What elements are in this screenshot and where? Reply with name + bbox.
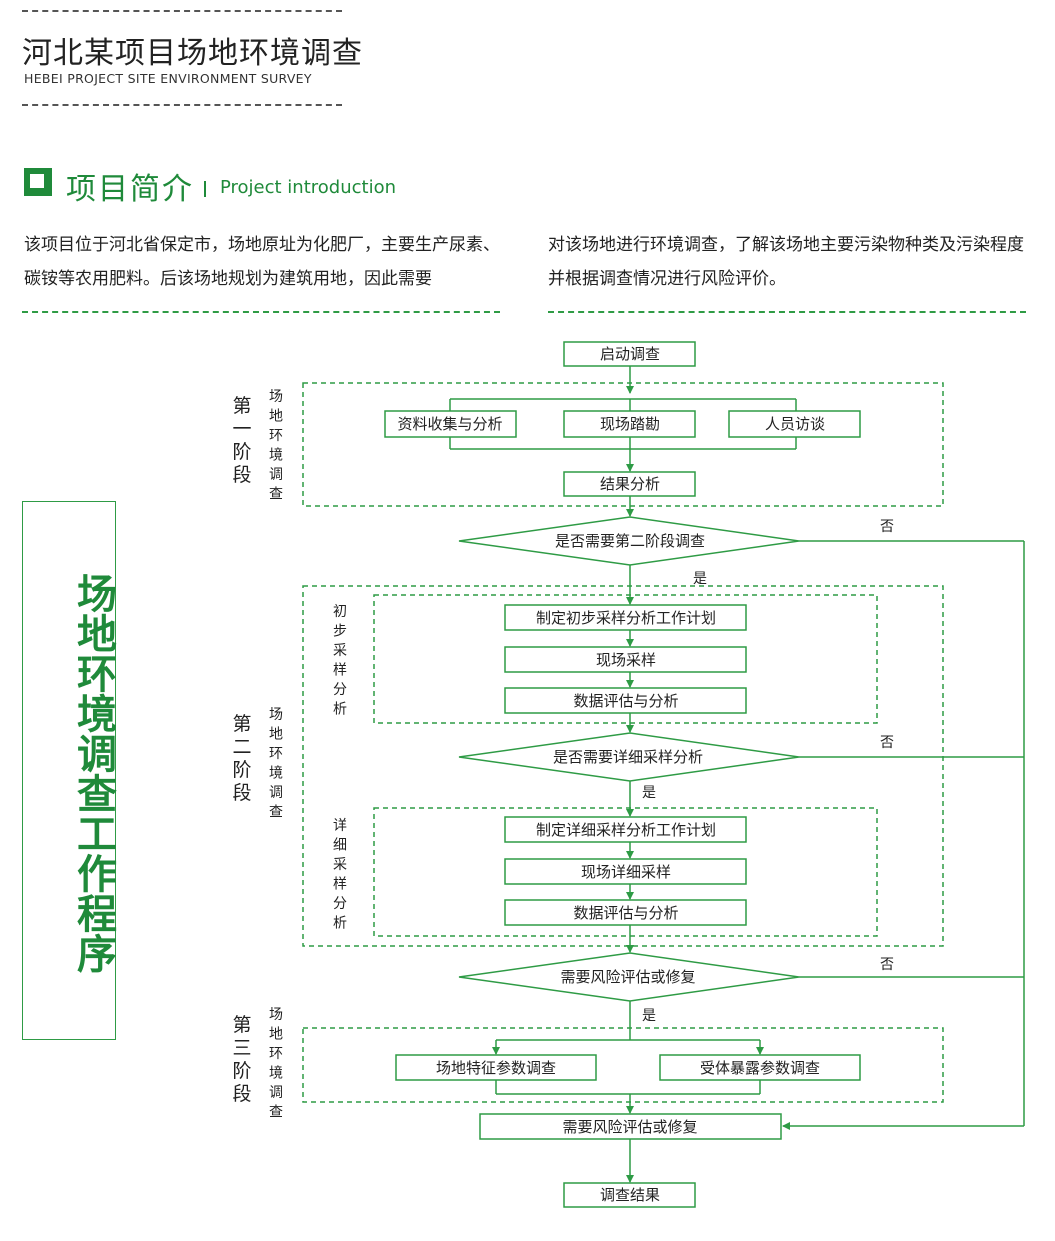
group1-step-3-box bbox=[504, 687, 747, 714]
decision3-label: 需要风险评估或修复 bbox=[560, 968, 695, 986]
stage1-box bbox=[302, 382, 944, 507]
stage3-task-2: 受体暴露参数调查 bbox=[700, 1059, 820, 1077]
group1-step-3: 数据评估与分析 bbox=[573, 692, 678, 710]
stage1-task-2: 现场踏勘 bbox=[600, 415, 660, 433]
decision1-label: 是否需要第二阶段调查 bbox=[555, 532, 705, 550]
page-title: 河北某项目场地环境调查 bbox=[22, 36, 363, 71]
stage1-task-3-box bbox=[728, 410, 861, 438]
group1-label: 初步采样分析 bbox=[333, 603, 347, 718]
start-label: 启动调查 bbox=[600, 345, 660, 363]
side-title: 场地环境调查工作程序 bbox=[70, 573, 116, 973]
group2-step-3: 数据评估与分析 bbox=[573, 904, 678, 922]
stage1-label: 第一阶段 bbox=[232, 395, 251, 486]
stage1-task-1: 资料收集与分析 bbox=[397, 415, 502, 433]
header-top-divider bbox=[22, 10, 342, 12]
decision2-yes: 是 bbox=[642, 785, 656, 801]
stage3-sublabel: 场地环境调查 bbox=[269, 1007, 283, 1121]
intro-divider-left bbox=[22, 311, 500, 313]
stage3-task-1: 场地特征参数调查 bbox=[436, 1059, 556, 1077]
stage2-box bbox=[302, 585, 944, 947]
group1-step-2: 现场采样 bbox=[596, 651, 656, 669]
group2-step-1-box bbox=[504, 816, 747, 843]
decision3-no: 否 bbox=[880, 957, 894, 973]
stage2-label: 第二阶段 bbox=[232, 713, 251, 804]
section-title: 项目简介 bbox=[66, 172, 194, 207]
group1-step-1-box bbox=[504, 604, 747, 631]
stage2-group2-box bbox=[373, 807, 878, 937]
section-separator bbox=[204, 181, 206, 197]
stage2-group1-box bbox=[373, 594, 878, 724]
decision1-no: 否 bbox=[880, 519, 894, 535]
decision2-label: 是否需要详细采样分析 bbox=[553, 748, 703, 766]
header-bottom-divider bbox=[22, 104, 342, 106]
intro-text-left: 该项目位于河北省保定市，场地原址为化肥厂，主要生产尿素、碳铵等农用肥料。后该场地… bbox=[24, 235, 500, 289]
assess-label: 需要风险评估或修复 bbox=[562, 1118, 697, 1136]
stage2-sublabel: 场地环境调查 bbox=[269, 707, 283, 821]
section-title-en: Project introduction bbox=[220, 177, 397, 198]
end-box bbox=[563, 1182, 696, 1208]
stage3-box bbox=[302, 1027, 944, 1103]
group2-step-1: 制定详细采样分析工作计划 bbox=[536, 821, 716, 839]
intro-text-right: 对该场地进行环境调查，了解该场地主要污染物种类及污染程度并根据调查情况进行风险评… bbox=[548, 235, 1024, 289]
group2-label: 详细采样分析 bbox=[333, 818, 347, 932]
stage3-label: 第三阶段 bbox=[232, 1014, 251, 1105]
stage1-task-3: 人员访谈 bbox=[765, 415, 825, 433]
side-title-box: 场地环境调查工作程序 bbox=[22, 501, 116, 1040]
square-outline-icon bbox=[24, 168, 52, 196]
group2-step-2-box bbox=[504, 858, 747, 885]
group2-step-3-box bbox=[504, 899, 747, 926]
group1-step-2-box bbox=[504, 646, 747, 673]
decision1-yes: 是 bbox=[693, 571, 707, 587]
group2-step-2: 现场详细采样 bbox=[581, 863, 671, 881]
end-label: 调查结果 bbox=[600, 1186, 660, 1204]
page-subtitle: HEBEI PROJECT SITE ENVIRONMENT SURVEY bbox=[24, 71, 312, 86]
group1-step-1: 制定初步采样分析工作计划 bbox=[536, 609, 716, 627]
stage1-sublabel: 场地环境调查 bbox=[269, 389, 283, 503]
decision2-no: 否 bbox=[880, 735, 894, 751]
intro-divider-right bbox=[548, 311, 1026, 313]
decision3-yes: 是 bbox=[642, 1008, 656, 1024]
stage1-result: 结果分析 bbox=[600, 475, 660, 493]
